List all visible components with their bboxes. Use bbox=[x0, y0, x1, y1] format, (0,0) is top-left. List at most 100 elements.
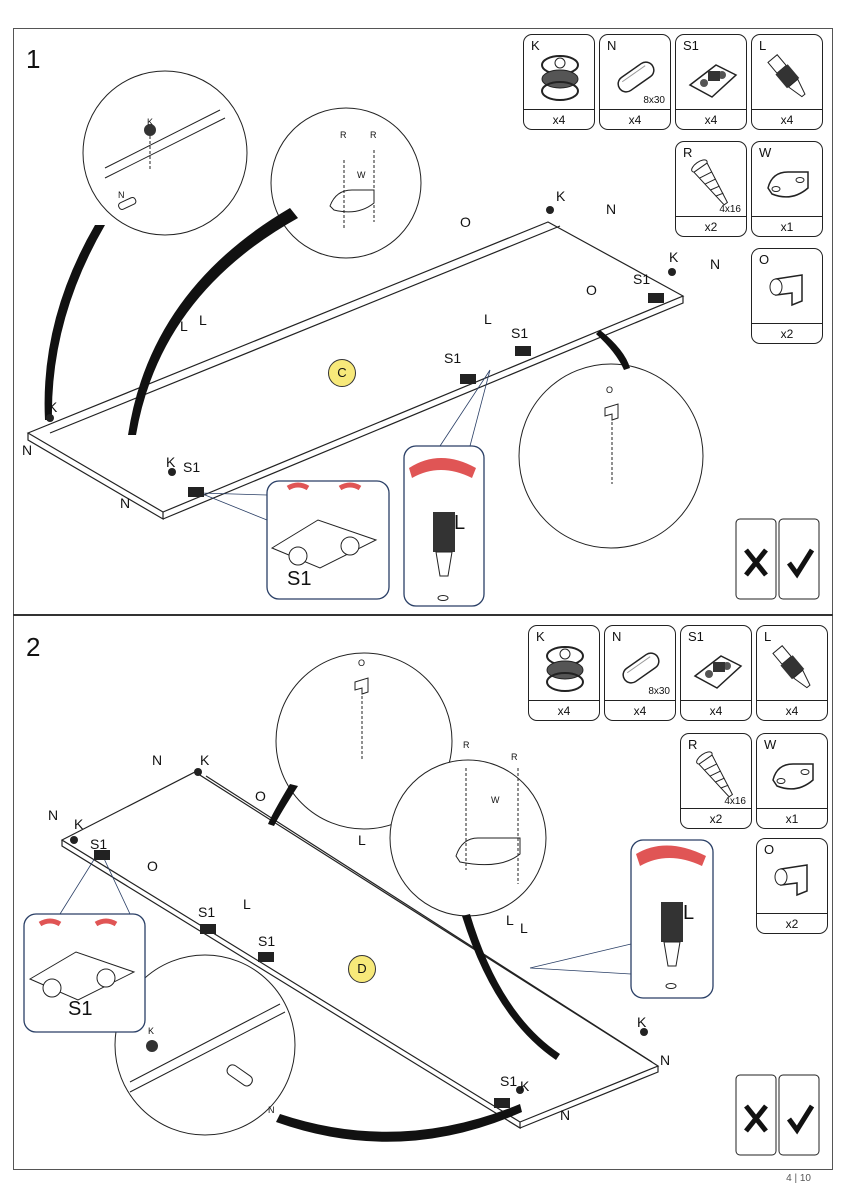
part-qty: x2 bbox=[752, 323, 822, 341]
callout-k: K bbox=[166, 454, 176, 470]
zoom-circle-pin bbox=[275, 652, 453, 830]
callout-k: K bbox=[48, 399, 58, 415]
rail-holder-icon bbox=[767, 171, 809, 198]
zoom-circle-rail bbox=[389, 759, 547, 917]
part-card-r: R 4x16 x2 bbox=[675, 141, 747, 237]
callout-s1-large: S1 bbox=[68, 998, 93, 1020]
callout-s1: S1 bbox=[198, 904, 216, 920]
panel-badge: D bbox=[348, 955, 376, 983]
part-qty: x4 bbox=[529, 700, 599, 718]
callout-n: N bbox=[152, 752, 163, 768]
callout-s1: S1 bbox=[511, 325, 529, 341]
callout-n: N bbox=[606, 201, 617, 217]
callout-k: K bbox=[637, 1014, 647, 1030]
part-card-l: L x4 bbox=[751, 34, 823, 130]
callout-w: W bbox=[357, 170, 366, 180]
cam-bolt-icon bbox=[772, 645, 811, 689]
part-qty: x4 bbox=[752, 109, 822, 127]
callout-r: R bbox=[463, 740, 470, 750]
part-qty: x4 bbox=[676, 109, 746, 127]
page-frame bbox=[13, 28, 833, 1170]
callout-o: O bbox=[460, 214, 471, 230]
callout-s1: S1 bbox=[500, 1073, 518, 1089]
callout-o: O bbox=[147, 858, 158, 874]
part-qty: x2 bbox=[757, 913, 827, 931]
zoom-circle-cam bbox=[82, 70, 248, 236]
callout-n: N bbox=[120, 495, 131, 511]
callout-s1-large: S1 bbox=[287, 568, 312, 590]
callout-s1: S1 bbox=[633, 271, 651, 287]
callout-k: K bbox=[148, 1026, 155, 1036]
callout-l: L bbox=[199, 312, 207, 328]
screw-icon bbox=[691, 159, 729, 206]
part-label: O bbox=[759, 252, 770, 267]
page-number: 4 | 10 bbox=[786, 1173, 811, 1184]
cam-lock-icon bbox=[541, 55, 579, 101]
zoom-circle-pin bbox=[518, 363, 704, 549]
callout-s1: S1 bbox=[258, 933, 276, 949]
callout-n: N bbox=[118, 190, 125, 200]
screw-icon bbox=[696, 751, 734, 798]
dowel-icon bbox=[622, 652, 660, 684]
callout-n: N bbox=[710, 256, 721, 272]
part-card-r: R 4x16 x2 bbox=[680, 733, 752, 829]
part-card-s1: S1 x4 bbox=[680, 625, 752, 721]
cam-lock-icon bbox=[546, 646, 584, 692]
callout-r: R bbox=[511, 752, 518, 762]
part-spec: 8x30 bbox=[643, 95, 665, 106]
callout-n: N bbox=[660, 1052, 671, 1068]
part-qty: x4 bbox=[681, 700, 751, 718]
callout-k: K bbox=[74, 816, 84, 832]
part-label: K bbox=[531, 38, 540, 53]
part-label: W bbox=[759, 145, 772, 160]
rotate-arrow bbox=[636, 845, 706, 866]
part-qty: x4 bbox=[524, 109, 594, 127]
callout-n: N bbox=[48, 807, 59, 823]
part-card-w: W x1 bbox=[756, 733, 828, 829]
part-qty: x4 bbox=[757, 700, 827, 718]
callout-o: O bbox=[358, 658, 366, 668]
callout-k: K bbox=[669, 249, 679, 265]
part-label: S1 bbox=[688, 629, 704, 644]
step2-illustration bbox=[23, 652, 820, 1156]
part-card-n: N 8x30 x4 bbox=[604, 625, 676, 721]
part-label: L bbox=[764, 629, 772, 644]
part-qty: x1 bbox=[752, 216, 822, 234]
callout-l-large: L bbox=[454, 512, 466, 534]
callout-r: R bbox=[340, 130, 347, 140]
zoom-circle-cam bbox=[114, 954, 296, 1136]
correct-assembly-icon bbox=[778, 1074, 820, 1156]
callout-o: O bbox=[586, 282, 597, 298]
part-qty: x2 bbox=[681, 808, 751, 826]
callout-k: K bbox=[520, 1078, 530, 1094]
callout-n: N bbox=[268, 1105, 275, 1115]
part-qty: x1 bbox=[757, 808, 827, 826]
dowel-icon bbox=[617, 61, 655, 93]
part-label: N bbox=[607, 38, 617, 53]
step-number: 2 bbox=[26, 632, 41, 662]
part-label: O bbox=[764, 842, 775, 857]
callout-w: W bbox=[491, 795, 500, 805]
callout-r: R bbox=[370, 130, 377, 140]
callout-o: O bbox=[255, 788, 266, 804]
part-label: K bbox=[536, 629, 545, 644]
shelf-pin-icon bbox=[774, 864, 808, 897]
callout-s1: S1 bbox=[90, 836, 108, 852]
callout-s1: S1 bbox=[444, 350, 462, 366]
part-card-o: O x2 bbox=[756, 838, 828, 934]
part-qty: x4 bbox=[605, 700, 675, 718]
callout-k: K bbox=[556, 188, 566, 204]
callout-l: L bbox=[243, 896, 251, 912]
part-label: R bbox=[683, 145, 693, 160]
part-spec: 4x16 bbox=[719, 204, 741, 215]
callout-n: N bbox=[22, 442, 33, 458]
part-spec: 8x30 bbox=[648, 686, 670, 697]
callout-n: N bbox=[560, 1107, 571, 1123]
part-card-k: K x4 bbox=[528, 625, 600, 721]
correct-assembly-icon bbox=[778, 518, 820, 600]
callout-k: K bbox=[200, 752, 210, 768]
hinge-plate-icon bbox=[688, 64, 738, 98]
callout-l: L bbox=[358, 832, 366, 848]
part-card-n: N 8x30 x4 bbox=[599, 34, 671, 130]
part-label: N bbox=[612, 629, 622, 644]
